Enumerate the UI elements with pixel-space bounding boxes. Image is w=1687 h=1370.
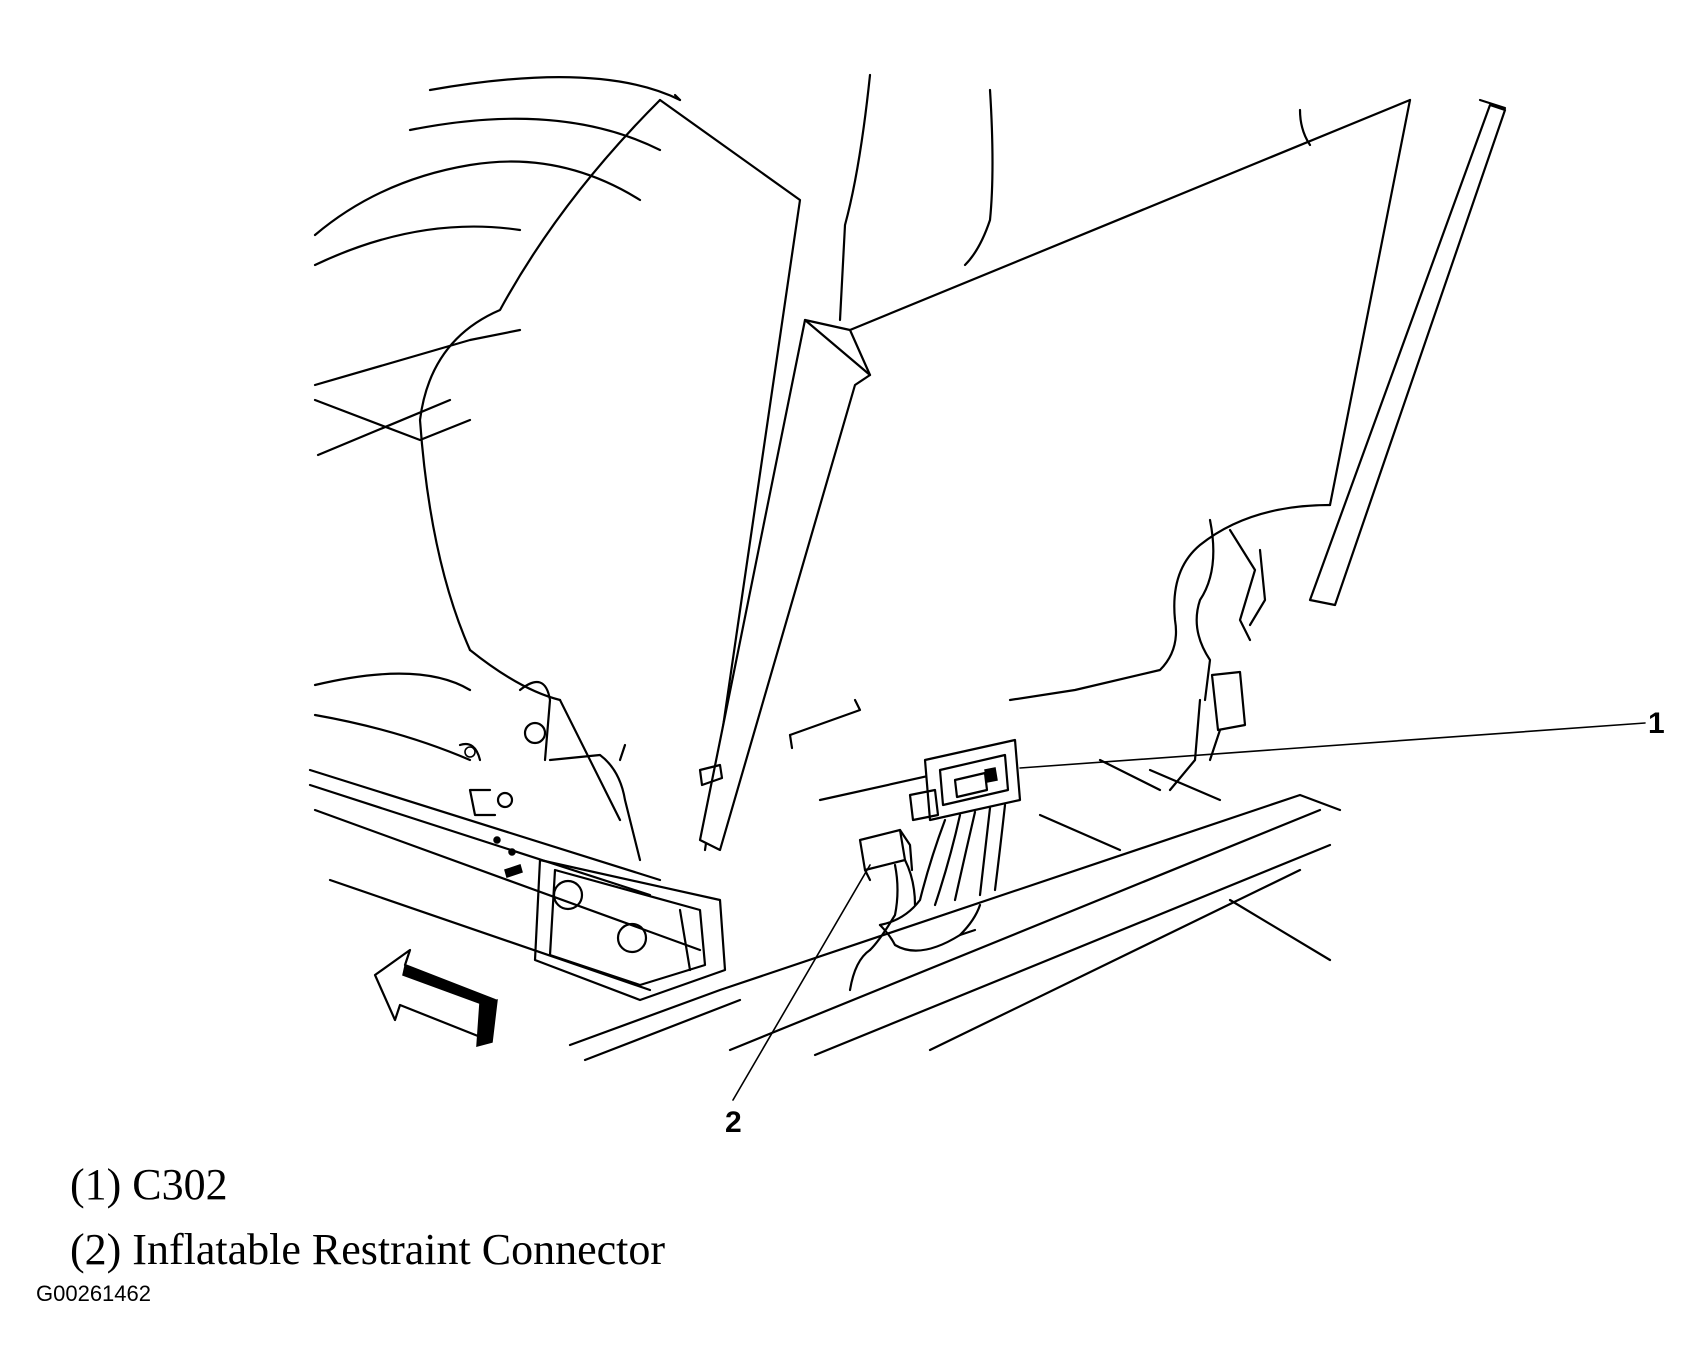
left-seatback (418, 93, 802, 852)
inflatable-restraint-connector (858, 828, 914, 882)
legend-item-c302: (1) C302 (70, 1160, 228, 1209)
right-seat-frame (1168, 518, 1267, 792)
forward-arrow-icon (373, 948, 498, 1047)
wire-harness (848, 803, 1007, 992)
figure-id: G00261462 (36, 1281, 151, 1306)
right-trim-strip (1308, 98, 1507, 607)
callout-1-label: 1 (1648, 707, 1665, 740)
callout-2-label: 2 (725, 1106, 742, 1139)
callout-1-leader (1019, 722, 1646, 769)
connector-c302 (908, 738, 1022, 822)
seatback-board (698, 98, 1412, 852)
legend-item-inflatable-restraint-connector: (2) Inflatable Restraint Connector (70, 1225, 666, 1274)
rear-seat-cushion (313, 76, 682, 762)
floor-slots (698, 698, 862, 787)
center-panel (838, 73, 994, 322)
callout-2-leader (732, 864, 871, 1101)
left-recliner-hinge (458, 680, 727, 1002)
floor-rails (308, 758, 1342, 1062)
